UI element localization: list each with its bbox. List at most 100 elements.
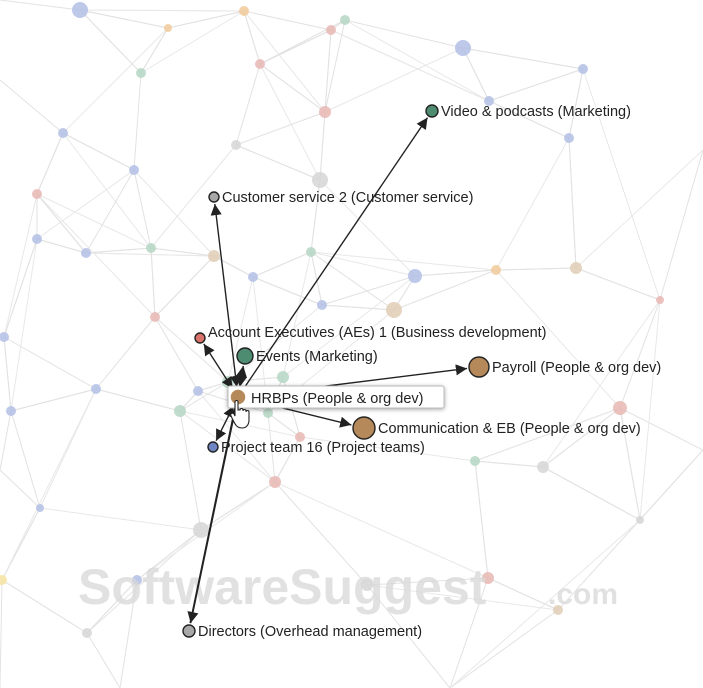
background-node[interactable]	[231, 140, 241, 150]
node-comm[interactable]	[352, 416, 376, 440]
background-edge	[136, 529, 202, 581]
background-edge	[252, 276, 323, 306]
background-edge	[3, 336, 97, 390]
highlighted-nodes[interactable]: Video & podcasts (Marketing)Customer ser…	[182, 104, 661, 640]
edge-hrbps-pt16	[215, 405, 235, 442]
background-node[interactable]	[150, 312, 160, 322]
background-node[interactable]	[277, 371, 289, 383]
node-ae1[interactable]	[194, 332, 206, 344]
node-events[interactable]	[236, 347, 254, 365]
background-node[interactable]	[570, 262, 582, 274]
background-edge	[488, 68, 584, 102]
node-video[interactable]	[425, 104, 439, 118]
background-node[interactable]	[0, 575, 7, 585]
node-circle[interactable]	[207, 441, 219, 453]
background-node[interactable]	[306, 247, 316, 257]
background-node[interactable]	[317, 300, 327, 310]
background-edge	[310, 251, 497, 271]
background-node[interactable]	[656, 296, 664, 304]
background-edge	[150, 144, 237, 249]
node-cs2[interactable]	[208, 191, 220, 203]
node-pt16[interactable]	[207, 441, 219, 453]
node-circle[interactable]	[194, 332, 206, 344]
node-circle[interactable]	[182, 624, 196, 638]
background-node[interactable]	[239, 6, 249, 16]
background-edge	[319, 179, 416, 277]
background-edge	[282, 275, 416, 378]
background-node[interactable]	[82, 628, 92, 638]
background-node[interactable]	[263, 408, 273, 418]
background-edge	[79, 9, 245, 12]
background-node[interactable]	[470, 456, 480, 466]
background-node[interactable]	[326, 25, 336, 35]
background-node[interactable]	[491, 265, 501, 275]
background-node[interactable]	[58, 128, 68, 138]
background-node[interactable]	[578, 64, 588, 74]
background-node[interactable]	[193, 522, 209, 538]
background-node[interactable]	[553, 605, 563, 615]
node-circle[interactable]	[208, 191, 220, 203]
background-edge	[274, 436, 301, 483]
background-node[interactable]	[36, 504, 44, 512]
background-node[interactable]	[248, 272, 258, 282]
background-node[interactable]	[564, 133, 574, 143]
node-circle[interactable]	[468, 356, 490, 378]
background-node[interactable]	[81, 248, 91, 258]
background-node[interactable]	[32, 189, 42, 199]
background-node[interactable]	[636, 516, 644, 524]
background-node[interactable]	[484, 96, 494, 106]
background-node[interactable]	[408, 269, 422, 283]
background-edge	[619, 407, 641, 521]
background-node[interactable]	[386, 302, 402, 318]
background-edge	[474, 460, 489, 579]
background-node[interactable]	[146, 243, 156, 253]
node-circle[interactable]	[425, 104, 439, 118]
background-node[interactable]	[193, 386, 203, 396]
background-node[interactable]	[174, 405, 186, 417]
node-hrbps-selected[interactable]: HRBPs (People & org dev)	[227, 385, 445, 409]
edge-hrbps-directors	[187, 406, 237, 624]
node-circle[interactable]	[236, 347, 254, 365]
background-node[interactable]	[136, 68, 146, 78]
node-payroll[interactable]	[468, 356, 490, 378]
background-edge	[659, 149, 703, 301]
background-edge	[3, 238, 38, 338]
background-node[interactable]	[6, 406, 16, 416]
background-node[interactable]	[361, 579, 373, 591]
background-node[interactable]	[32, 234, 42, 244]
background-edge	[414, 269, 497, 277]
background-edge	[140, 27, 169, 74]
background-node[interactable]	[482, 572, 494, 584]
watermark: SoftwareSuggest .com	[78, 559, 618, 615]
background-edge	[310, 251, 323, 306]
background-node[interactable]	[613, 401, 627, 415]
background-edge	[619, 299, 661, 409]
background-node[interactable]	[72, 2, 88, 18]
background-node[interactable]	[340, 15, 350, 25]
background-node[interactable]	[255, 59, 265, 69]
background-edge	[36, 193, 156, 318]
background-node[interactable]	[0, 332, 9, 342]
background-node[interactable]	[295, 432, 305, 442]
background-edge	[36, 238, 87, 254]
background-edge	[259, 63, 321, 181]
background-node[interactable]	[132, 575, 142, 585]
background-edge	[36, 132, 64, 195]
background-node[interactable]	[91, 384, 101, 394]
node-directors[interactable]	[182, 624, 196, 638]
background-edge	[167, 10, 245, 29]
background-node[interactable]	[455, 40, 471, 56]
node-circle[interactable]	[352, 416, 376, 440]
background-node[interactable]	[129, 165, 139, 175]
background-node[interactable]	[537, 461, 549, 473]
background-node[interactable]	[319, 106, 331, 118]
background-edge	[150, 247, 215, 257]
background-node[interactable]	[164, 24, 172, 32]
background-node[interactable]	[208, 250, 220, 262]
background-edge	[495, 269, 621, 409]
background-node[interactable]	[269, 476, 281, 488]
background-edge	[86, 579, 138, 634]
background-node[interactable]	[312, 172, 328, 188]
